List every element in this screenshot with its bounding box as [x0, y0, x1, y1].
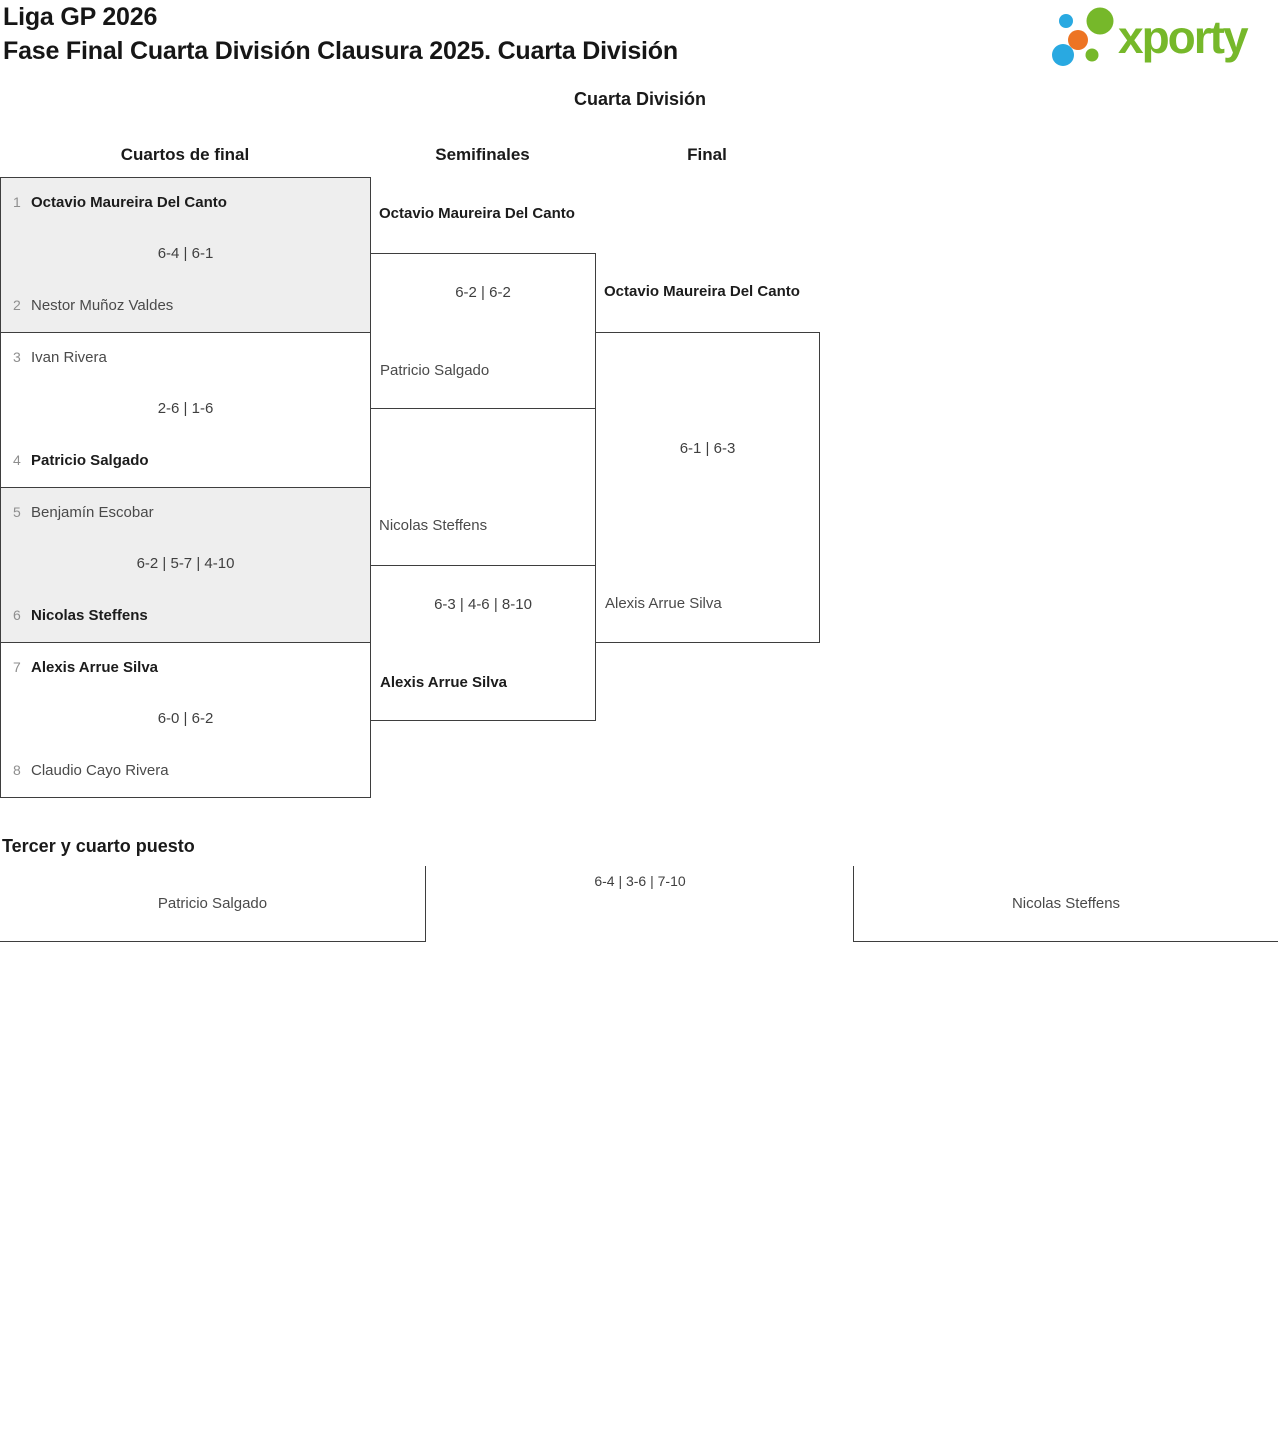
- player-name: Ivan Rivera: [31, 349, 107, 366]
- player-name: Claudio Cayo Rivera: [31, 762, 169, 779]
- match-player-row: 5 Benjamín Escobar: [13, 502, 360, 523]
- match-score: 6-4 | 6-1: [157, 245, 214, 262]
- semifinal-2-player-2: Alexis Arrue Silva: [380, 674, 508, 691]
- column-header-final: Final: [687, 145, 727, 164]
- match-player-row: 1 Octavio Maureira Del Canto: [13, 192, 360, 213]
- division-subtitle: Cuarta División: [573, 89, 707, 109]
- match-score: 6-2 | 5-7 | 4-10: [136, 555, 235, 572]
- player-name: Nestor Muñoz Valdes: [31, 297, 174, 314]
- tournament-name: Liga GP 2026: [3, 3, 158, 31]
- quarterfinal-match-4: 7 Alexis Arrue Silva 6-0 | 6-2 8 Claudio C…: [0, 642, 371, 798]
- seed-number: 6: [13, 607, 21, 623]
- seed-number: 7: [13, 659, 21, 675]
- third-place-slot-2: Nicolas Steffens: [853, 866, 1278, 942]
- semifinal-match-2: 6-3 | 4-6 | 8-10 Alexis Arrue Silva: [370, 565, 596, 721]
- logo-dot-green-large: [1086, 7, 1114, 35]
- player-name: Alexis Arrue Silva: [31, 659, 159, 676]
- quarterfinal-match-3: 5 Benjamín Escobar 6-2 | 5-7 | 4-10 6 Nico…: [0, 487, 371, 643]
- final-player-1: Octavio Maureira Del Canto: [604, 283, 800, 300]
- match-player-row: 6 Nicolas Steffens: [13, 605, 360, 626]
- third-place-heading: Tercer y cuarto puesto: [2, 836, 195, 856]
- xporty-logo-icon: xporty: [1052, 7, 1251, 66]
- seed-number: 5: [13, 504, 21, 520]
- seed-number: 4: [13, 452, 21, 468]
- match-player-row: 3 Ivan Rivera: [13, 347, 360, 368]
- logo-dot-blue-small: [1059, 14, 1073, 28]
- seed-number: 8: [13, 762, 21, 778]
- match-score: 6-2 | 6-2: [455, 284, 511, 301]
- third-place-player-1: Patricio Salgado: [157, 895, 268, 912]
- player-name: Octavio Maureira Del Canto: [31, 194, 227, 211]
- match-player-row: 8 Claudio Cayo Rivera: [13, 760, 360, 781]
- match-player-row: 7 Alexis Arrue Silva: [13, 657, 360, 678]
- column-header-semifinals: Semifinales: [435, 145, 530, 164]
- semifinal-1-player-2: Patricio Salgado: [380, 362, 490, 379]
- match-score: 2-6 | 1-6: [157, 400, 214, 417]
- match-score: 6-3 | 4-6 | 8-10: [434, 596, 532, 613]
- seed-number: 3: [13, 349, 21, 365]
- column-header-quarterfinals: Cuartos de final: [120, 145, 250, 164]
- final-player-2: Alexis Arrue Silva: [605, 595, 722, 612]
- semifinal-1-player-1: Octavio Maureira Del Canto: [379, 205, 575, 222]
- xporty-logo[interactable]: xporty: [1046, 2, 1274, 71]
- quarterfinal-match-2: 3 Ivan Rivera 2-6 | 1-6 4 Patricio Salgado: [0, 332, 371, 488]
- third-place-player-2: Nicolas Steffens: [1011, 895, 1121, 912]
- semifinal-2-player-1: Nicolas Steffens: [379, 517, 488, 534]
- match-player-row: 2 Nestor Muñoz Valdes: [13, 295, 360, 316]
- match-score: 6-1 | 6-3: [679, 440, 736, 457]
- third-place-slot-1: Patricio Salgado: [0, 866, 426, 942]
- player-name: Patricio Salgado: [31, 452, 149, 469]
- player-name: Nicolas Steffens: [31, 607, 148, 624]
- phase-name: Fase Final Cuarta División Clausura 2025…: [3, 37, 678, 65]
- page-title: Liga GP 2026 Fase Final Cuarta División …: [3, 0, 678, 68]
- seed-number: 1: [13, 194, 21, 210]
- logo-dot-green-small: [1085, 48, 1099, 62]
- seed-number: 2: [13, 297, 21, 313]
- third-place-score: 6-4 | 3-6 | 7-10: [594, 873, 686, 889]
- final-match: 6-1 | 6-3 Alexis Arrue Silva: [595, 332, 820, 643]
- match-player-row: 4 Patricio Salgado: [13, 450, 360, 471]
- semifinal-match-1: 6-2 | 6-2 Patricio Salgado: [370, 253, 596, 409]
- logo-wordmark: xporty: [1118, 11, 1249, 63]
- logo-dot-orange: [1068, 30, 1088, 50]
- match-score: 6-0 | 6-2: [157, 710, 214, 727]
- player-name: Benjamín Escobar: [31, 504, 154, 521]
- logo-dot-blue-large: [1052, 44, 1074, 66]
